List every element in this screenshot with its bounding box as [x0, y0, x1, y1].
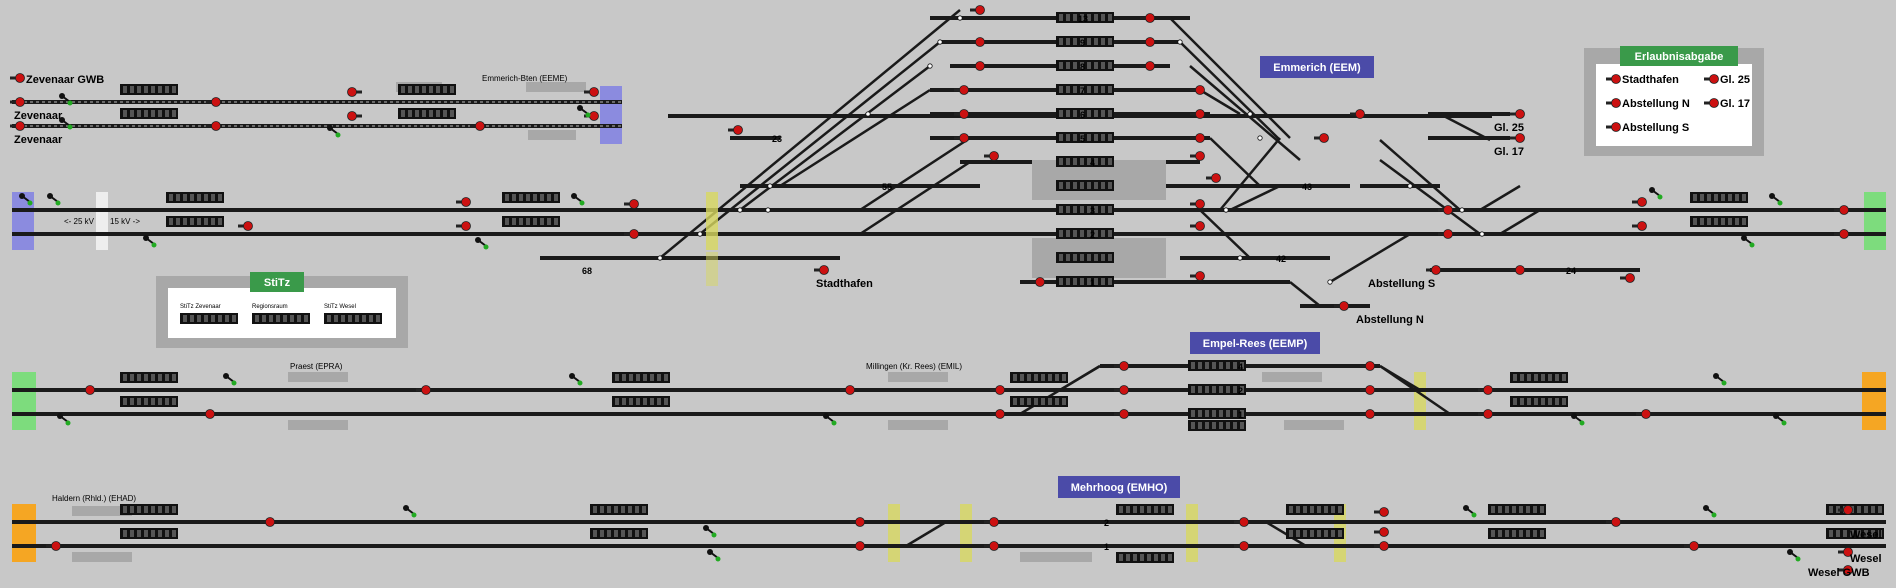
svg-text:2: 2: [1238, 386, 1243, 396]
svg-text:7: 7: [1080, 86, 1085, 96]
stitz-counter-regionsraum[interactable]: [252, 313, 310, 324]
svg-text:1: 1: [1090, 278, 1095, 288]
mehrhoog-area: Mehrhoog (EMHO) 2 1 Haldern (Rhld.) (EHA…: [12, 476, 1886, 579]
boundary-marker-green: [12, 372, 36, 430]
label-zevenaar-gwb: Zevenaar GWB: [26, 74, 104, 86]
boundary-marker-white: [96, 192, 108, 250]
label-wesel-1: Wesel: [1850, 529, 1882, 541]
station-name-mehrhoog: Mehrhoog (EMHO): [1071, 482, 1168, 494]
station-box-emmerich: [1260, 56, 1374, 78]
erlaubnis-gl25[interactable]: Gl. 25: [1720, 74, 1750, 86]
label-abstellung-n: Abstellung N: [1356, 314, 1424, 326]
label-stadthafen: Stadthafen: [816, 278, 873, 290]
track-lines-upper-left: [12, 100, 622, 128]
erlaubnis-stadthafen[interactable]: Stadthafen: [1622, 74, 1679, 86]
stitz-label-regionsraum: Regionsraum: [252, 304, 288, 310]
label-wesel-gwb: Wesel GWB: [1808, 567, 1870, 579]
boundary-marker-blue: [600, 86, 622, 144]
stitz-counter-wesel[interactable]: [324, 313, 382, 324]
emmerich-area: Zevenaar GWB Zevenaar Zevenaar Emmerich-…: [9, 5, 1886, 326]
svg-text:9: 9: [1080, 38, 1085, 48]
label-15kv: 15 kV ->: [110, 217, 140, 226]
panel-title-erlaubnis: Erlaubnisabgabe: [1635, 51, 1724, 63]
panel-stitz: StiTz StiTz Zevenaar Regionsraum StiTz W…: [156, 272, 408, 348]
stitz-label-wesel: StiTz Wesel: [324, 304, 356, 310]
svg-text:4: 4: [1238, 362, 1243, 372]
counter-display: [398, 84, 456, 95]
labels-zevenaar: Zevenaar GWB Zevenaar Zevenaar: [9, 73, 104, 146]
svg-text:1: 1: [1104, 542, 1109, 552]
svg-text:42: 42: [1276, 254, 1286, 264]
stitz-label-zevenaar: StiTz Zevenaar: [180, 304, 221, 310]
label-zevenaar-1: Zevenaar: [14, 110, 63, 122]
panel-erlaubnisabgabe: Erlaubnisabgabe Stadthafen Gl. 25 Abstel…: [1584, 46, 1764, 156]
label-emmerich-bten: Emmerich-Bten (EEME): [482, 74, 568, 83]
counter-display: [120, 108, 178, 119]
counter-display: [398, 108, 456, 119]
boundary-marker-orange: [1862, 372, 1886, 430]
svg-text:68: 68: [582, 266, 592, 276]
label-praest: Praest (EPRA): [290, 362, 343, 371]
label-zevenaar-2: Zevenaar: [14, 134, 63, 146]
svg-text:6: 6: [1080, 110, 1085, 120]
shadow-block: [528, 130, 576, 140]
svg-text:2: 2: [1090, 230, 1095, 240]
svg-text:1: 1: [1238, 410, 1243, 420]
marker-yellow: [706, 192, 718, 250]
station-name-emmerich: Emmerich (EEM): [1273, 62, 1361, 74]
svg-text:13: 13: [1078, 14, 1088, 24]
label-millingen: Millingen (Kr. Rees) (EMIL): [866, 362, 962, 371]
svg-text:8: 8: [1080, 62, 1085, 72]
station-box-empel: [1190, 332, 1320, 354]
svg-text:43: 43: [1302, 182, 1312, 192]
svg-text:23: 23: [772, 134, 782, 144]
shunt-arms: [18, 186, 1784, 251]
label-gl17: Gl. 17: [1494, 146, 1524, 158]
label-25kv: <- 25 kV: [64, 217, 95, 226]
svg-text:4: 4: [1090, 158, 1095, 168]
boundary-marker-orange: [12, 504, 36, 562]
svg-text:55: 55: [882, 182, 892, 192]
track-numbers-emmerich: 13 9 8 7 6 5 4 3 2 1 23 55 68 43 42 24: [582, 14, 1576, 288]
label-abstellung-s: Abstellung S: [1368, 278, 1435, 290]
label-wesel-2: Wesel: [1850, 553, 1882, 565]
station-name-empel: Empel-Rees (EEMP): [1203, 338, 1308, 350]
erlaubnis-abstellung-n[interactable]: Abstellung N: [1622, 98, 1690, 110]
boundary-marker-green: [1864, 192, 1886, 250]
svg-text:2: 2: [1104, 518, 1109, 528]
erlaubnis-gl17[interactable]: Gl. 17: [1720, 98, 1750, 110]
stitz-counter-zevenaar[interactable]: [180, 313, 238, 324]
svg-text:3: 3: [1090, 206, 1095, 216]
shadow-block: [526, 82, 586, 92]
label-haldern: Haldern (Rhld.) (EHAD): [52, 494, 136, 503]
marker-yellow: [706, 252, 718, 286]
counter-display: [120, 84, 178, 95]
empel-rees-area: Empel-Rees (EEMP) 4 2 1 Praest (EPRA) Mi…: [12, 332, 1886, 431]
station-box-mehrhoog: [1058, 476, 1180, 498]
label-gl25: Gl. 25: [1494, 122, 1524, 134]
svg-text:5: 5: [1080, 134, 1085, 144]
counters-mehrhoog: [120, 504, 1884, 563]
panel-title-stitz: StiTz: [264, 277, 291, 289]
erlaubnis-abstellung-s[interactable]: Abstellung S: [1622, 122, 1689, 134]
svg-text:24: 24: [1566, 266, 1576, 276]
